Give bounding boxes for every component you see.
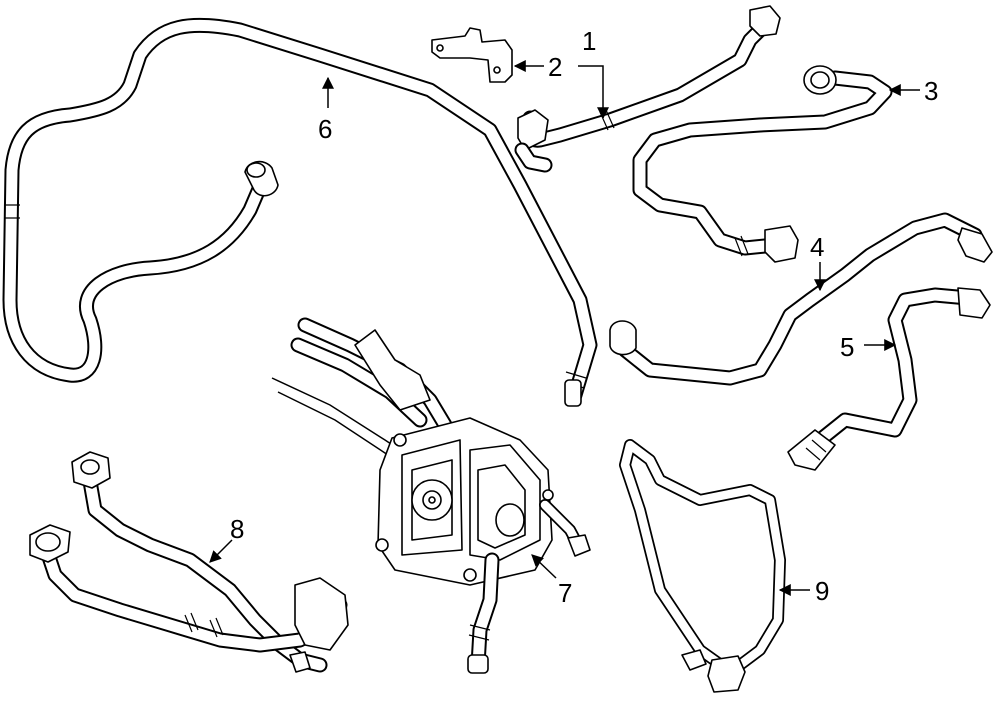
callout-7: 7: [558, 578, 572, 608]
part-6-hose: [2, 17, 598, 407]
part-8-hose: [29, 451, 349, 673]
part-2-bracket: [431, 27, 513, 83]
part-1-hose: [514, 5, 781, 173]
part-4-hose: [609, 212, 993, 386]
callout-6: 6: [318, 114, 332, 144]
callout-1: 1: [582, 26, 596, 56]
callout-5: 5: [840, 332, 854, 362]
part-5-hose: [787, 287, 991, 471]
callout-9: 9: [815, 576, 829, 606]
part-9-hose: [619, 439, 786, 693]
part-7-pump: [271, 317, 591, 674]
callout-2: 2: [548, 52, 562, 82]
callout-8: 8: [230, 514, 244, 544]
leader-lines: [209, 60, 920, 596]
part-3-hose: [632, 65, 893, 263]
callout-3: 3: [924, 76, 938, 106]
callout-4: 4: [810, 232, 824, 262]
